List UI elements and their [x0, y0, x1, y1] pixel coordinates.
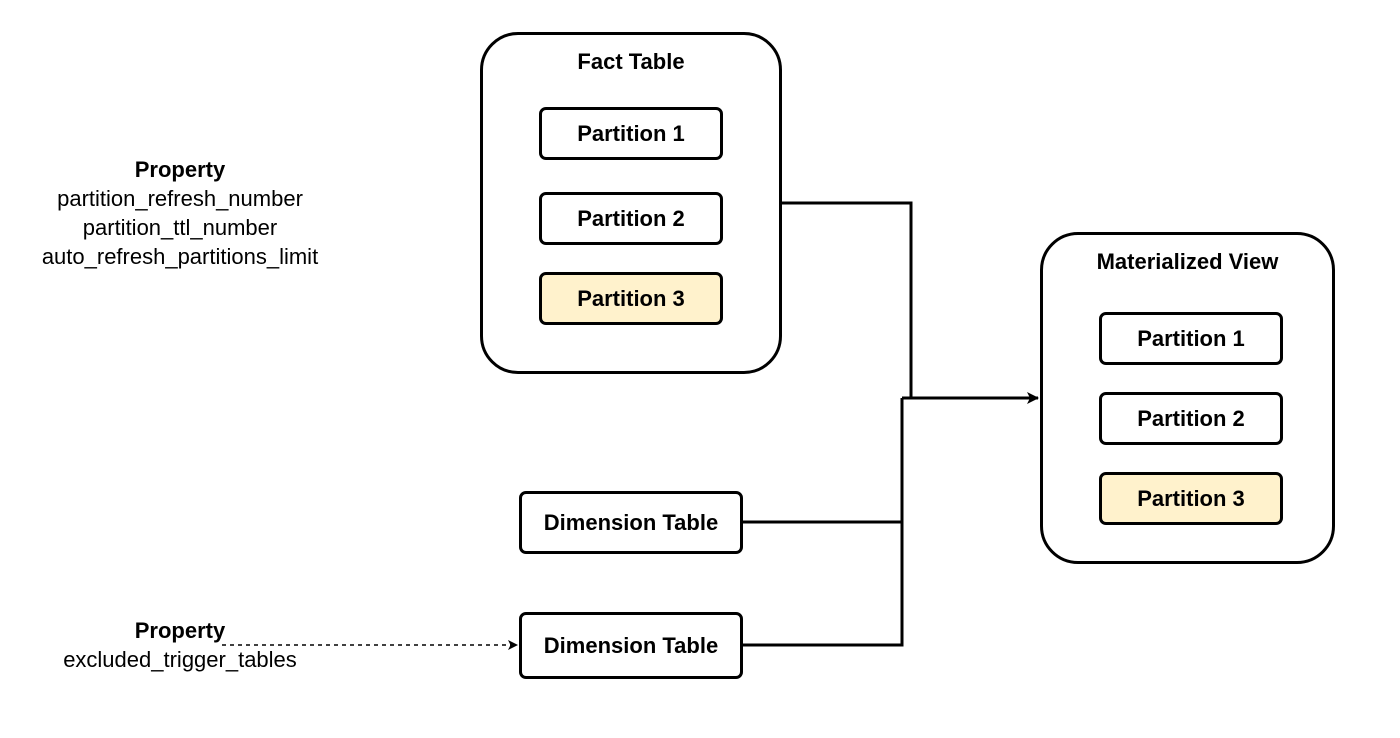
materialized-view-title: Materialized View: [1096, 249, 1279, 274]
fact-table-title: Fact Table: [577, 49, 685, 74]
property-excluded-line-1: excluded_trigger_tables: [63, 647, 297, 672]
view-partition-2: Partition 2: [1099, 392, 1283, 445]
property-refresh-line-2: partition_ttl_number: [82, 215, 278, 240]
property-excluded-title: Property: [134, 618, 226, 643]
view-partition-1: Partition 1: [1099, 312, 1283, 365]
property-refresh-title: Property: [134, 157, 226, 182]
view-partition-3: Partition 3: [1099, 472, 1283, 525]
property-refresh-line-3: auto_refresh_partitions_limit: [41, 244, 319, 269]
fact-partition-1: Partition 1: [539, 107, 723, 160]
dimension-merge-connector: [741, 398, 904, 647]
property-refresh-line-1: partition_refresh_number: [57, 186, 303, 211]
property-refresh-block: Property partition_refresh_number partit…: [20, 155, 340, 271]
property-excluded-block: Property excluded_trigger_tables: [20, 616, 340, 674]
dimension-table-2: Dimension Table: [519, 612, 743, 679]
dimension-table-1: Dimension Table: [519, 491, 743, 554]
fact-partition-3: Partition 3: [539, 272, 723, 325]
fact-to-view-connector: [781, 201, 913, 398]
fact-partition-2: Partition 2: [539, 192, 723, 245]
